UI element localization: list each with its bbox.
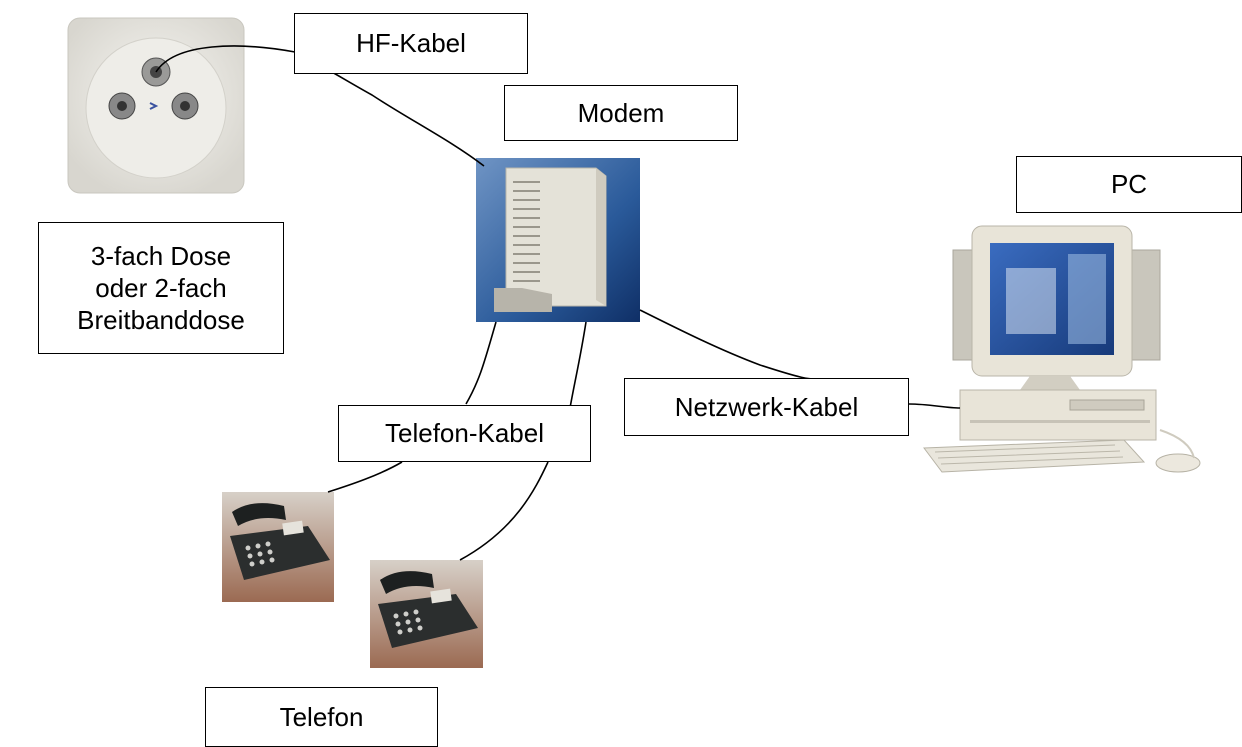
hf-kabel-text: HF-Kabel [356, 28, 466, 58]
telephone-cable-2 [569, 321, 587, 409]
socket-line-1: 3-fach Dose [90, 241, 232, 271]
telefon-kabel-text: Telefon-Kabel [385, 418, 544, 448]
telefon-label: Telefon [205, 687, 438, 747]
telefon-text: Telefon [279, 701, 364, 732]
socket-line-3: Breitbanddose [77, 305, 245, 335]
telephone-icon [370, 560, 483, 668]
modem-icon [476, 158, 640, 322]
pc-icon [923, 225, 1201, 473]
modem-text: Modem [577, 97, 665, 128]
hf-kabel-label: HF-Kabel [294, 13, 528, 74]
telefon-kabel-label: Telefon-Kabel [338, 405, 591, 462]
telephone-cable-1 [465, 321, 497, 405]
socket-line-2: oder 2-fach [95, 273, 227, 303]
network-cable [639, 309, 821, 381]
socket-description-label: 3-fach Dose oder 2-fach Breitbanddose [38, 222, 284, 354]
network-cable-to-pc [908, 403, 961, 409]
netzwerk-kabel-label: Netzwerk-Kabel [624, 378, 909, 436]
telephone-cable-4 [459, 461, 549, 561]
pc-label: PC [1016, 156, 1242, 213]
telephone-cable-3 [327, 461, 403, 493]
modem-label: Modem [504, 85, 738, 141]
netzwerk-kabel-text: Netzwerk-Kabel [674, 391, 859, 422]
pc-text: PC [1110, 169, 1148, 199]
wall-socket-icon [67, 17, 245, 194]
telephone-icon [222, 492, 334, 602]
